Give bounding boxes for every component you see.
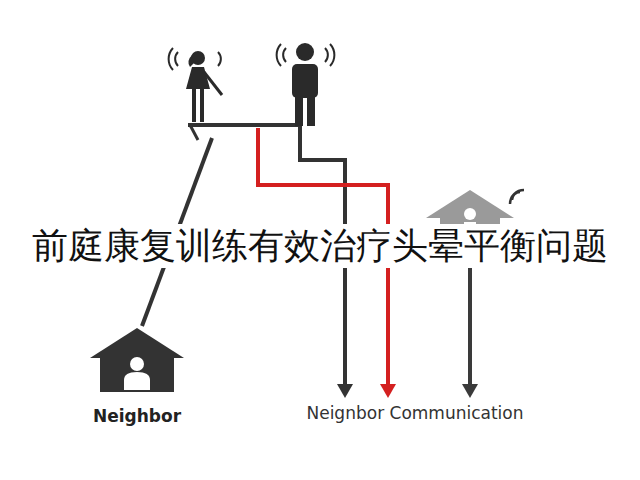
red-arrow-head [380,384,396,398]
woman-figure [186,51,222,122]
title-text: 前庭康复训练有效治疗头晕平衡问题 [30,224,610,267]
sound-waves [277,44,335,66]
node-label: Neighbor [82,406,192,426]
caption-label: Neignbor Communication [304,403,525,423]
signal-waves [510,190,524,204]
man-figure [292,43,318,126]
step-line [190,125,198,140]
house-icon [82,326,192,394]
sound-waves [169,48,221,70]
arrow-head [337,384,353,398]
house-node: Neighbor [82,326,192,426]
arrow-head [462,384,478,398]
person-head [464,208,476,220]
route-line [468,248,472,386]
platform-line [188,123,300,127]
